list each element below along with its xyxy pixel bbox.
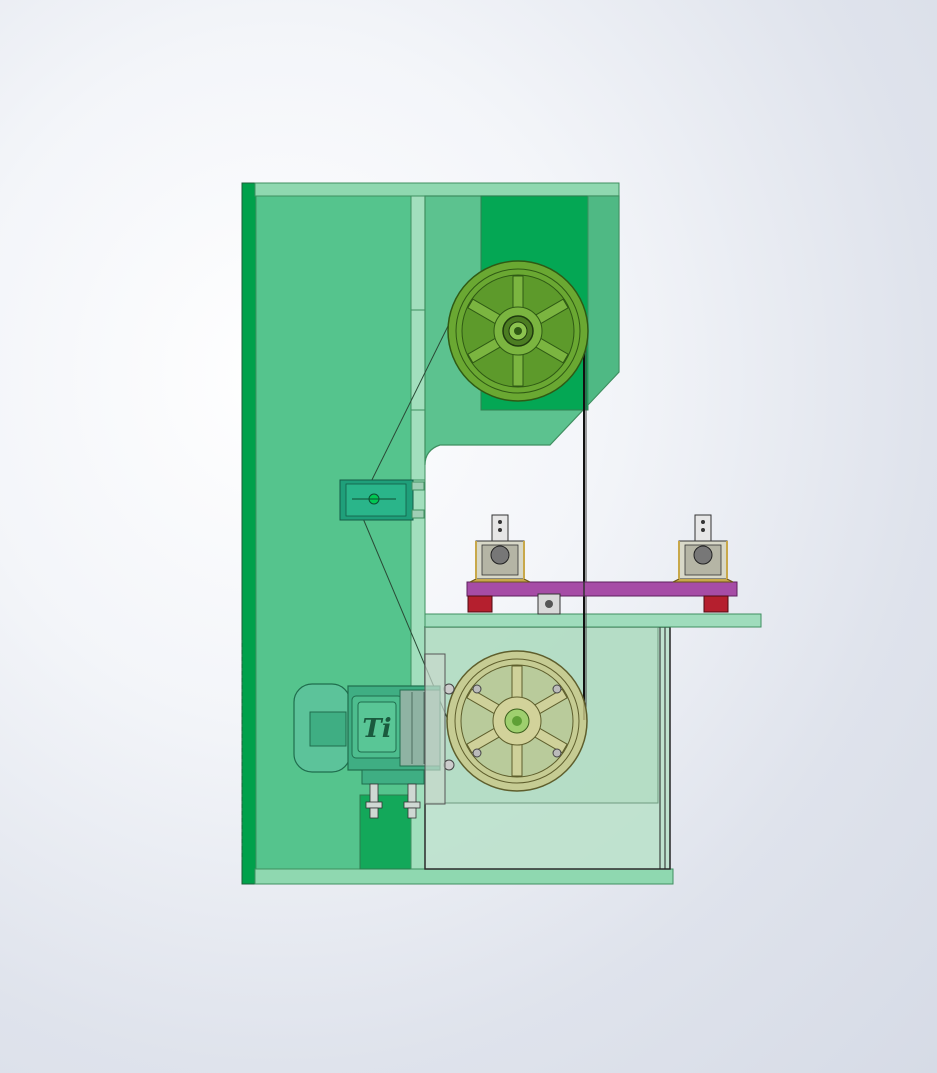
clamp-base-left [467,595,493,613]
purple-table-bar [466,581,738,597]
motor-logo: Ti [362,714,391,744]
blade-guide-icon [339,479,425,521]
work-table [424,613,762,628]
motor-mount-plate [424,653,446,805]
lower-wheel [443,650,588,792]
clamp-base-right [703,595,729,613]
vise-icon-right [672,514,734,583]
upper-wheel [447,260,589,402]
vise-icon-left [469,514,531,583]
clamp-table [466,514,738,615]
frame-left-post [241,182,257,885]
frame-top-rail [254,182,620,197]
frame-bottom-rail [254,868,674,885]
